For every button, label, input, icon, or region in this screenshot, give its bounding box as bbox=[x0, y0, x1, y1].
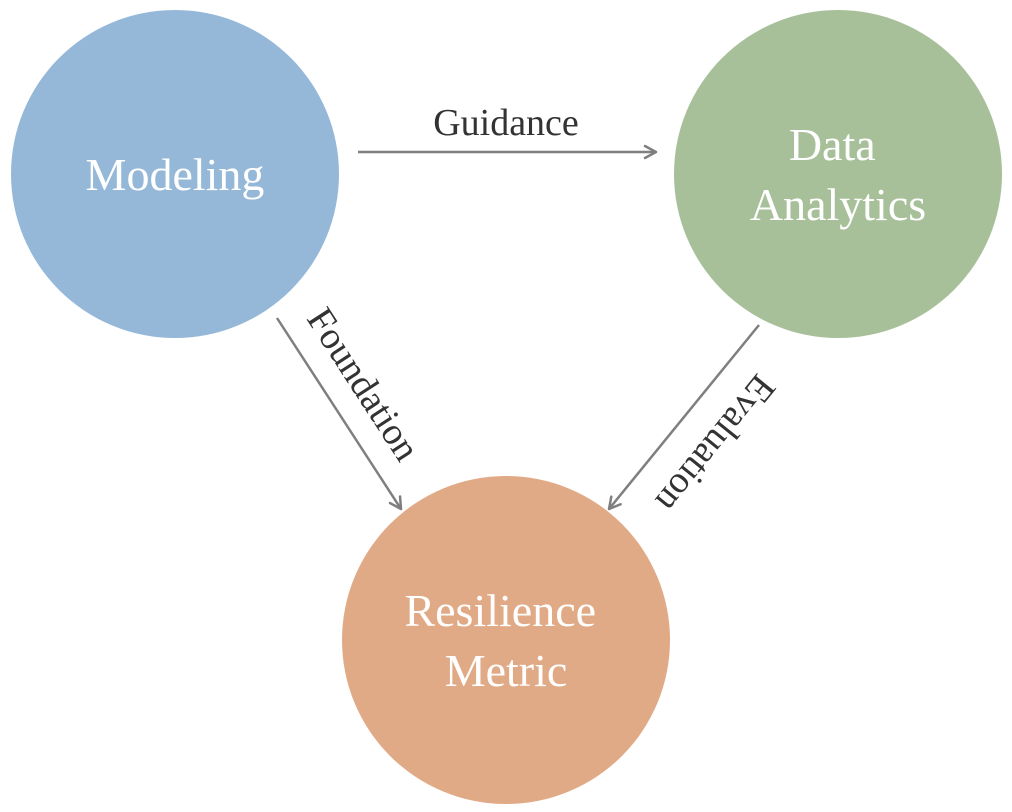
evaluation-arrow bbox=[607, 324, 760, 511]
modeling-node: Modeling bbox=[11, 10, 339, 338]
resilience-metric-label: Resilience Metric bbox=[404, 585, 607, 696]
evaluation-label: Evaluation bbox=[647, 366, 783, 520]
guidance-label: Guidance bbox=[433, 102, 579, 144]
data-analytics-label: Data Analytics bbox=[750, 119, 926, 230]
data-analytics-circle bbox=[674, 10, 1002, 338]
data-analytics-label-line-2: Analytics bbox=[750, 179, 926, 230]
foundation-label: Foundation bbox=[298, 300, 428, 468]
resilience-metric-label-line-2: Metric bbox=[445, 645, 568, 696]
data-analytics-label-line-1: Data bbox=[789, 119, 876, 170]
modeling-label-line-1: Modeling bbox=[86, 149, 265, 200]
modeling-label: Modeling bbox=[86, 149, 265, 200]
foundation-arrow bbox=[275, 317, 403, 511]
data-analytics-node: Data Analytics bbox=[674, 10, 1002, 338]
resilience-metric-node: Resilience Metric bbox=[342, 476, 670, 804]
resilience-metric-label-line-1: Resilience bbox=[404, 585, 596, 636]
foundation-edge: Foundation bbox=[275, 300, 428, 511]
resilience-metric-circle bbox=[342, 476, 670, 804]
evaluation-edge: Evaluation bbox=[607, 324, 783, 521]
modeling-circle bbox=[11, 10, 339, 338]
guidance-edge: Guidance bbox=[358, 102, 658, 160]
